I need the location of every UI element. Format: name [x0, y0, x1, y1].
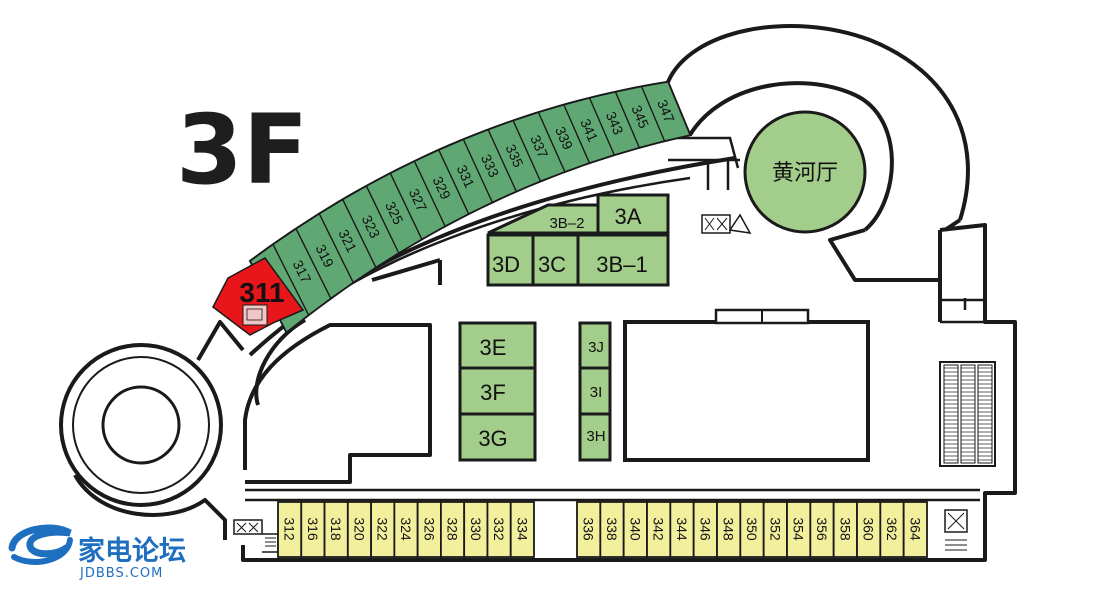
- room-3a[interactable]: 3A: [596, 193, 670, 235]
- stairs-icon: [233, 519, 279, 553]
- booth-label: 316: [305, 517, 321, 541]
- hall-huanghe-label: 黄河厅: [772, 160, 838, 185]
- booth-312[interactable]: 312: [277, 501, 303, 558]
- booth-label: 336: [581, 517, 597, 541]
- booth-311-label: 311: [239, 277, 284, 308]
- jdbbs-logo: 家电论坛 JDBBS.COM: [8, 524, 186, 581]
- booth-334[interactable]: 334: [509, 501, 535, 558]
- booth-356[interactable]: 356: [809, 501, 835, 558]
- room-3g-label: 3G: [478, 426, 507, 451]
- booth-350[interactable]: 350: [739, 501, 765, 558]
- room-3i[interactable]: 3I: [578, 366, 612, 416]
- booth-342[interactable]: 342: [646, 501, 672, 558]
- booth-360[interactable]: 360: [856, 501, 882, 558]
- booth-label: 354: [791, 517, 807, 541]
- bottom-booth-row-right: 336 338 340 342 344 346 348 350 352 354 356 358 360 3…: [576, 501, 928, 558]
- booth-label: 342: [651, 517, 667, 541]
- booth-label: 356: [814, 517, 830, 541]
- booth-335[interactable]: 335: [487, 119, 542, 193]
- booth-320[interactable]: 320: [346, 501, 372, 558]
- booth-label: 358: [837, 517, 853, 541]
- hall-huanghe[interactable]: 黄河厅: [743, 110, 867, 234]
- booth-label: 362: [884, 517, 900, 541]
- booth-358[interactable]: 358: [832, 501, 858, 558]
- booth-336[interactable]: 336: [576, 501, 602, 558]
- room-3f-label: 3F: [480, 380, 506, 405]
- booth-label: 328: [445, 517, 461, 541]
- room-3f[interactable]: 3F: [458, 366, 537, 416]
- booth-label: 348: [721, 517, 737, 541]
- booth-340[interactable]: 340: [622, 501, 648, 558]
- escalator-icon: [939, 361, 996, 467]
- booth-label: 322: [375, 517, 391, 541]
- room-3b2-label: 3B–2: [549, 215, 584, 232]
- logo-swirl-icon: [8, 524, 73, 565]
- bottom-booth-row-left: 312 316 318 320 322 324 326 328 330 332 334: [277, 501, 535, 558]
- room-3e[interactable]: 3E: [458, 321, 537, 370]
- booth-345[interactable]: 345: [614, 85, 666, 149]
- booth-label: 332: [491, 517, 507, 541]
- logo-name: 家电论坛: [78, 535, 186, 567]
- booth-311-highlight[interactable]: 311: [212, 257, 305, 336]
- booth-316[interactable]: 316: [300, 501, 326, 558]
- booth-label: 350: [744, 517, 760, 541]
- booth-label: 324: [398, 517, 414, 541]
- booth-label: 360: [861, 517, 877, 541]
- floor-title: 3F: [176, 94, 308, 206]
- room-3d[interactable]: 3D: [486, 233, 535, 287]
- elevator-icon: [944, 509, 968, 551]
- central-hall: [623, 308, 870, 462]
- room-3d-label: 3D: [492, 252, 520, 277]
- booth-343[interactable]: 343: [588, 91, 641, 156]
- booth-label: 320: [352, 517, 368, 541]
- room-3j[interactable]: 3J: [578, 321, 612, 370]
- booth-322[interactable]: 322: [370, 501, 396, 558]
- room-3h-label: 3H: [586, 428, 605, 445]
- booth-326[interactable]: 326: [416, 501, 442, 558]
- room-3i-label: 3I: [590, 384, 603, 401]
- booth-label: 330: [468, 517, 484, 541]
- booth-label: 344: [674, 517, 690, 541]
- room-3j-label: 3J: [588, 339, 604, 356]
- room-3c-label: 3C: [538, 252, 566, 277]
- room-3a-label: 3A: [615, 204, 642, 229]
- building-outline: [59, 23, 1017, 562]
- booth-352[interactable]: 352: [762, 501, 788, 558]
- room-3e-label: 3E: [480, 335, 507, 360]
- booth-label: 318: [328, 517, 344, 541]
- room-3h[interactable]: 3H: [578, 412, 612, 462]
- logo-domain: JDBBS.COM: [79, 566, 163, 581]
- booth-354[interactable]: 354: [786, 501, 812, 558]
- booth-362[interactable]: 362: [879, 501, 905, 558]
- room-3b1-label: 3B–1: [596, 252, 647, 277]
- booth-346[interactable]: 346: [692, 501, 718, 558]
- booth-label: 346: [697, 517, 713, 541]
- booth-324[interactable]: 324: [393, 501, 419, 558]
- booth-319[interactable]: 319: [295, 212, 355, 300]
- booth-347[interactable]: 347: [640, 81, 691, 142]
- room-3g[interactable]: 3G: [458, 412, 537, 462]
- booth-332[interactable]: 332: [486, 501, 512, 558]
- booth-344[interactable]: 344: [669, 501, 695, 558]
- arc-booth-strip: 3153173193213233253273293313333353373393…: [248, 80, 692, 335]
- booth-318[interactable]: 318: [323, 501, 349, 558]
- booth-338[interactable]: 338: [599, 501, 625, 558]
- booth-label: 326: [421, 517, 437, 541]
- booth-328[interactable]: 328: [440, 501, 466, 558]
- room-3b1[interactable]: 3B–1: [576, 233, 670, 287]
- room-3c[interactable]: 3C: [531, 233, 580, 287]
- booth-label: 340: [627, 517, 643, 541]
- booth-364[interactable]: 364: [902, 501, 928, 558]
- booth-label: 364: [907, 517, 923, 541]
- booth-label: 338: [604, 517, 620, 541]
- booth-label: 312: [282, 517, 298, 541]
- room-3b2[interactable]: 3B–2: [487, 203, 602, 235]
- booth-label: 334: [514, 517, 530, 541]
- booth-label: 352: [767, 517, 783, 541]
- booth-330[interactable]: 330: [463, 501, 489, 558]
- booth-348[interactable]: 348: [716, 501, 742, 558]
